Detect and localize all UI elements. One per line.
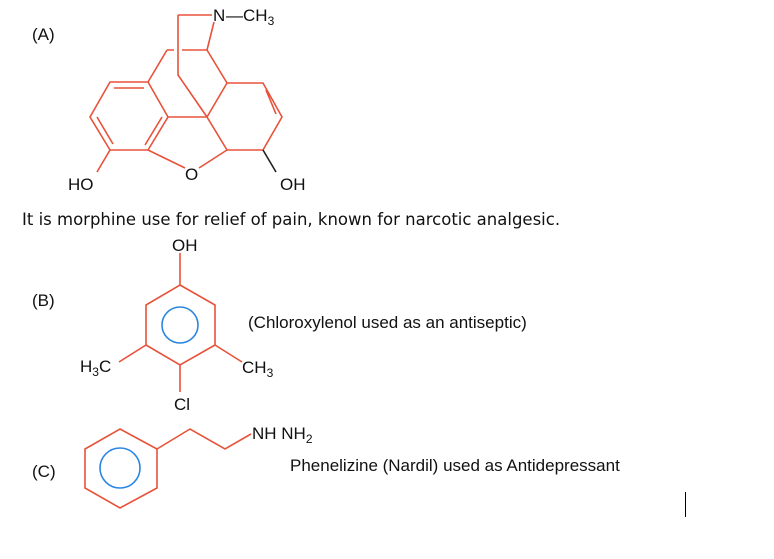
morphine-caption: It is morphine use for relief of pain, k… [22, 210, 560, 229]
aromatic-ring-icon [161, 306, 199, 344]
label-b: (B) [32, 291, 55, 310]
cl-label: Cl [174, 395, 190, 414]
methyl-label: —CH3 [226, 6, 275, 28]
phenelzine-structure: NH NH2 [84, 424, 313, 509]
chloroxylenol-structure: OH H3C CH3 Cl [80, 236, 274, 414]
ho-left-label: HO [68, 175, 94, 194]
phenelzine-caption: Phenelizine (Nardil) used as Antidepress… [290, 456, 620, 475]
label-a: (A) [32, 25, 55, 44]
oxygen-atom: O [185, 165, 198, 184]
oh-right-label: OH [280, 175, 306, 194]
aromatic-ring-icon [99, 447, 141, 489]
n-atom: N [213, 6, 225, 25]
oh-label: OH [172, 236, 198, 255]
label-c: (C) [32, 462, 56, 481]
h3c-label: H3C [80, 357, 111, 379]
hydrazine-label: NH NH2 [252, 424, 313, 446]
chloroxylenol-caption: (Chloroxylenol used as an antiseptic) [248, 313, 527, 332]
morphine-structure: N —CH3 O HO OH [68, 6, 306, 194]
ch3-label: CH3 [242, 358, 274, 380]
